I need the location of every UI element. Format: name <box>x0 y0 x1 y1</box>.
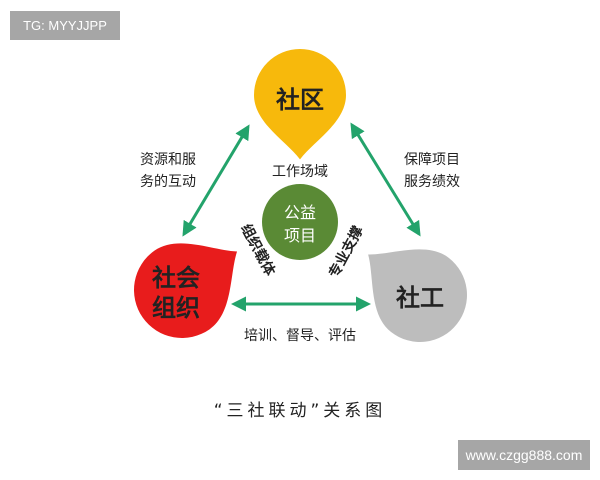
diagram-title: “三社联动”关系图 <box>214 401 387 421</box>
watermark-badge-top: TG: MYYJJPP <box>10 11 120 40</box>
bottom-edge-label: 培训、督导、评估 <box>244 328 356 344</box>
left-edge-label-1: 资源和服 <box>140 152 196 168</box>
right-edge-label-1: 保障项目 <box>404 152 460 168</box>
social-work-node <box>368 249 467 342</box>
community-label: 社区 <box>276 86 324 114</box>
inner-label-top: 工作场域 <box>272 164 328 180</box>
social-org-label-2: 组织 <box>152 294 200 322</box>
social-org-label-1: 社会 <box>152 264 200 292</box>
project-node <box>262 184 338 260</box>
right-edge-label-2: 服务绩效 <box>404 174 460 190</box>
community-node <box>254 49 346 160</box>
watermark-badge-bottom: www.czgg888.com <box>458 440 590 470</box>
project-label-1: 公益 <box>284 203 316 222</box>
left-edge-label-2: 务的互动 <box>140 174 196 190</box>
social-org-node <box>134 243 238 338</box>
arrow-right <box>350 122 421 237</box>
project-label-2: 项目 <box>284 226 316 245</box>
arrow-left <box>182 124 250 237</box>
social-work-label: 社工 <box>396 284 444 312</box>
